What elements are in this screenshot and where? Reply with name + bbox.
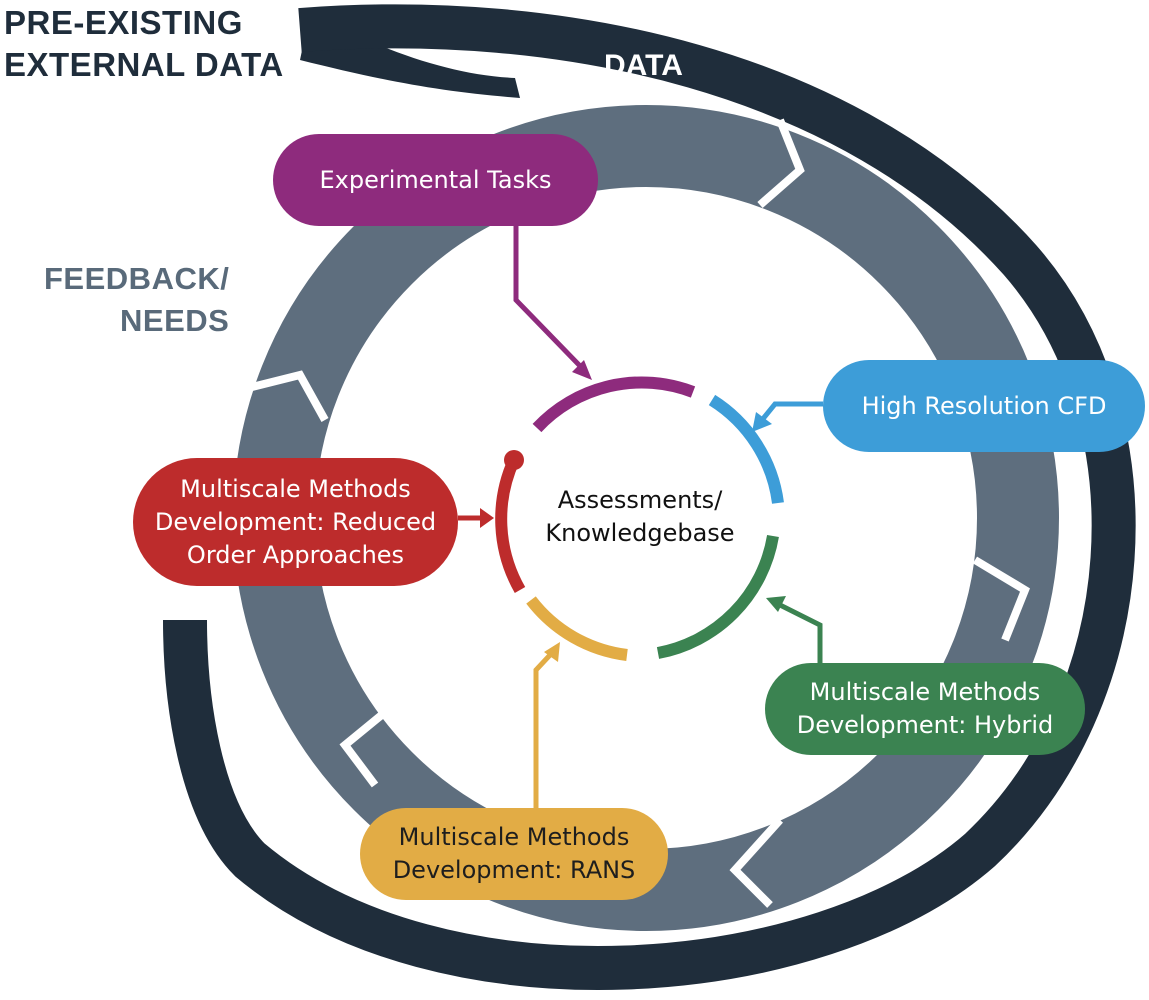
reduced-order-node: Multiscale Methods Development: Reduced …: [133, 458, 458, 586]
arrow-experimental: [513, 225, 584, 370]
feedback-needs-heading: FEEDBACK/ NEEDS: [44, 261, 230, 338]
high-resolution-cfd-label: High Resolution CFD: [861, 391, 1107, 420]
data-outer-ring: [163, 4, 1136, 990]
ring-chevron: [239, 370, 329, 422]
connector-arrows: [458, 225, 823, 808]
rans-node: Multiscale Methods Development: RANS: [360, 808, 668, 900]
arrow-rans: [533, 653, 552, 808]
assessments-knowledgebase-label: Assessments/ Knowledgebase: [545, 486, 735, 547]
external-data-heading: PRE-EXISTING EXTERNAL DATA: [4, 4, 284, 83]
experimental-tasks-node: Experimental Tasks: [273, 134, 598, 226]
arc-reduced-end-dot: [504, 450, 524, 470]
ring-chevron: [729, 817, 783, 908]
rans-label: Multiscale Methods Development: RANS: [392, 823, 636, 884]
arc-hybrid: [656, 534, 779, 659]
data-ring-arc: [163, 4, 1136, 990]
experimental-tasks-label: Experimental Tasks: [319, 165, 552, 194]
reduced-order-label: Multiscale Methods Development: Reduced …: [154, 474, 437, 569]
external-data-inflow: [300, 12, 520, 98]
high-resolution-cfd-node: High Resolution CFD: [823, 360, 1145, 452]
arrow-cfd: [760, 401, 823, 422]
hybrid-node: Multiscale Methods Development: Hybrid: [765, 663, 1085, 755]
data-ring-label: DATA: [604, 49, 683, 82]
ring-chevron: [757, 118, 805, 209]
inner-arcs: [495, 376, 784, 661]
arrow-hybrid: [778, 602, 823, 663]
hybrid-label: Multiscale Methods Development: Hybrid: [796, 678, 1054, 739]
arc-reduced: [495, 457, 526, 593]
ring-chevron: [972, 556, 1030, 642]
arc-rans: [526, 596, 628, 661]
arc-cfd: [708, 394, 784, 504]
ring-chevron: [339, 696, 403, 788]
arc-experimental: [532, 376, 696, 433]
